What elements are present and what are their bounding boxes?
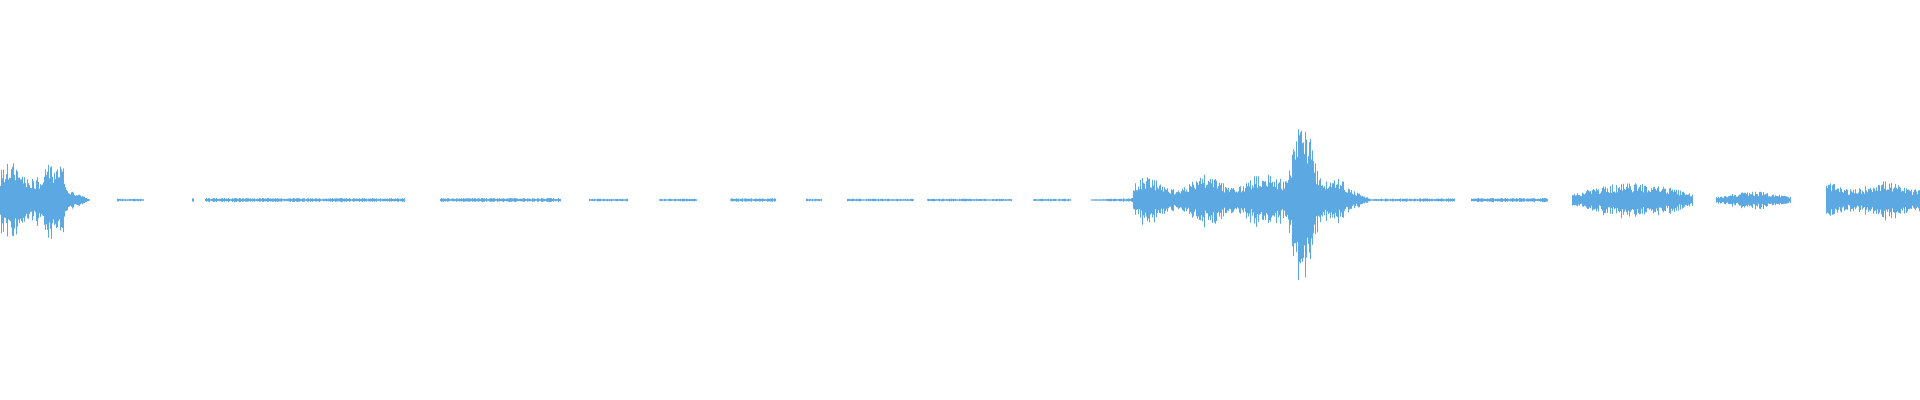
waveform-bars (117, 198, 144, 202)
waveform-bars (730, 198, 776, 202)
waveform-segment (205, 198, 405, 203)
waveform-bars (1572, 183, 1693, 219)
waveform-bars (192, 198, 194, 202)
waveform-segment (1133, 174, 1277, 228)
waveform-segment (847, 198, 914, 202)
waveform-bars (659, 198, 697, 202)
waveform-segment (1826, 181, 1920, 221)
waveform-bars (205, 198, 405, 203)
waveform-segment (440, 198, 561, 203)
waveform-segment (192, 198, 194, 202)
waveform-bars (847, 198, 914, 202)
waveform-segment (1033, 198, 1071, 202)
waveform-segment (659, 198, 697, 202)
waveform-segment (927, 198, 1012, 202)
waveform-segment (1091, 198, 1133, 202)
waveform-segment (730, 198, 776, 202)
waveform-bars (1277, 129, 1344, 281)
waveform-segment (1277, 129, 1344, 281)
waveform-segment (1373, 198, 1455, 202)
waveform-bars (1471, 198, 1548, 203)
waveform-bars (1716, 191, 1791, 210)
waveform-bars (1826, 181, 1920, 221)
waveform-segment (1471, 198, 1548, 203)
waveform-segment (1716, 191, 1791, 210)
waveform-bars (440, 198, 561, 203)
waveform-segment (1344, 188, 1373, 213)
waveform-bars (1091, 198, 1133, 202)
waveform-segment (0, 163, 65, 239)
waveform-segment (1572, 183, 1693, 219)
waveform-bars (65, 187, 90, 212)
waveform-segment (806, 198, 822, 202)
waveform-bars (0, 163, 65, 239)
waveform-segment (65, 187, 90, 212)
waveform-bars (589, 198, 628, 202)
waveform-bars (927, 198, 1012, 202)
waveform-bars (1033, 198, 1071, 202)
waveform-bars (1344, 188, 1373, 213)
waveform-bars (806, 198, 822, 202)
waveform-segment (589, 198, 628, 202)
waveform-bars (1373, 198, 1455, 202)
waveform-segment (117, 198, 144, 202)
waveform-bars (1133, 174, 1277, 228)
